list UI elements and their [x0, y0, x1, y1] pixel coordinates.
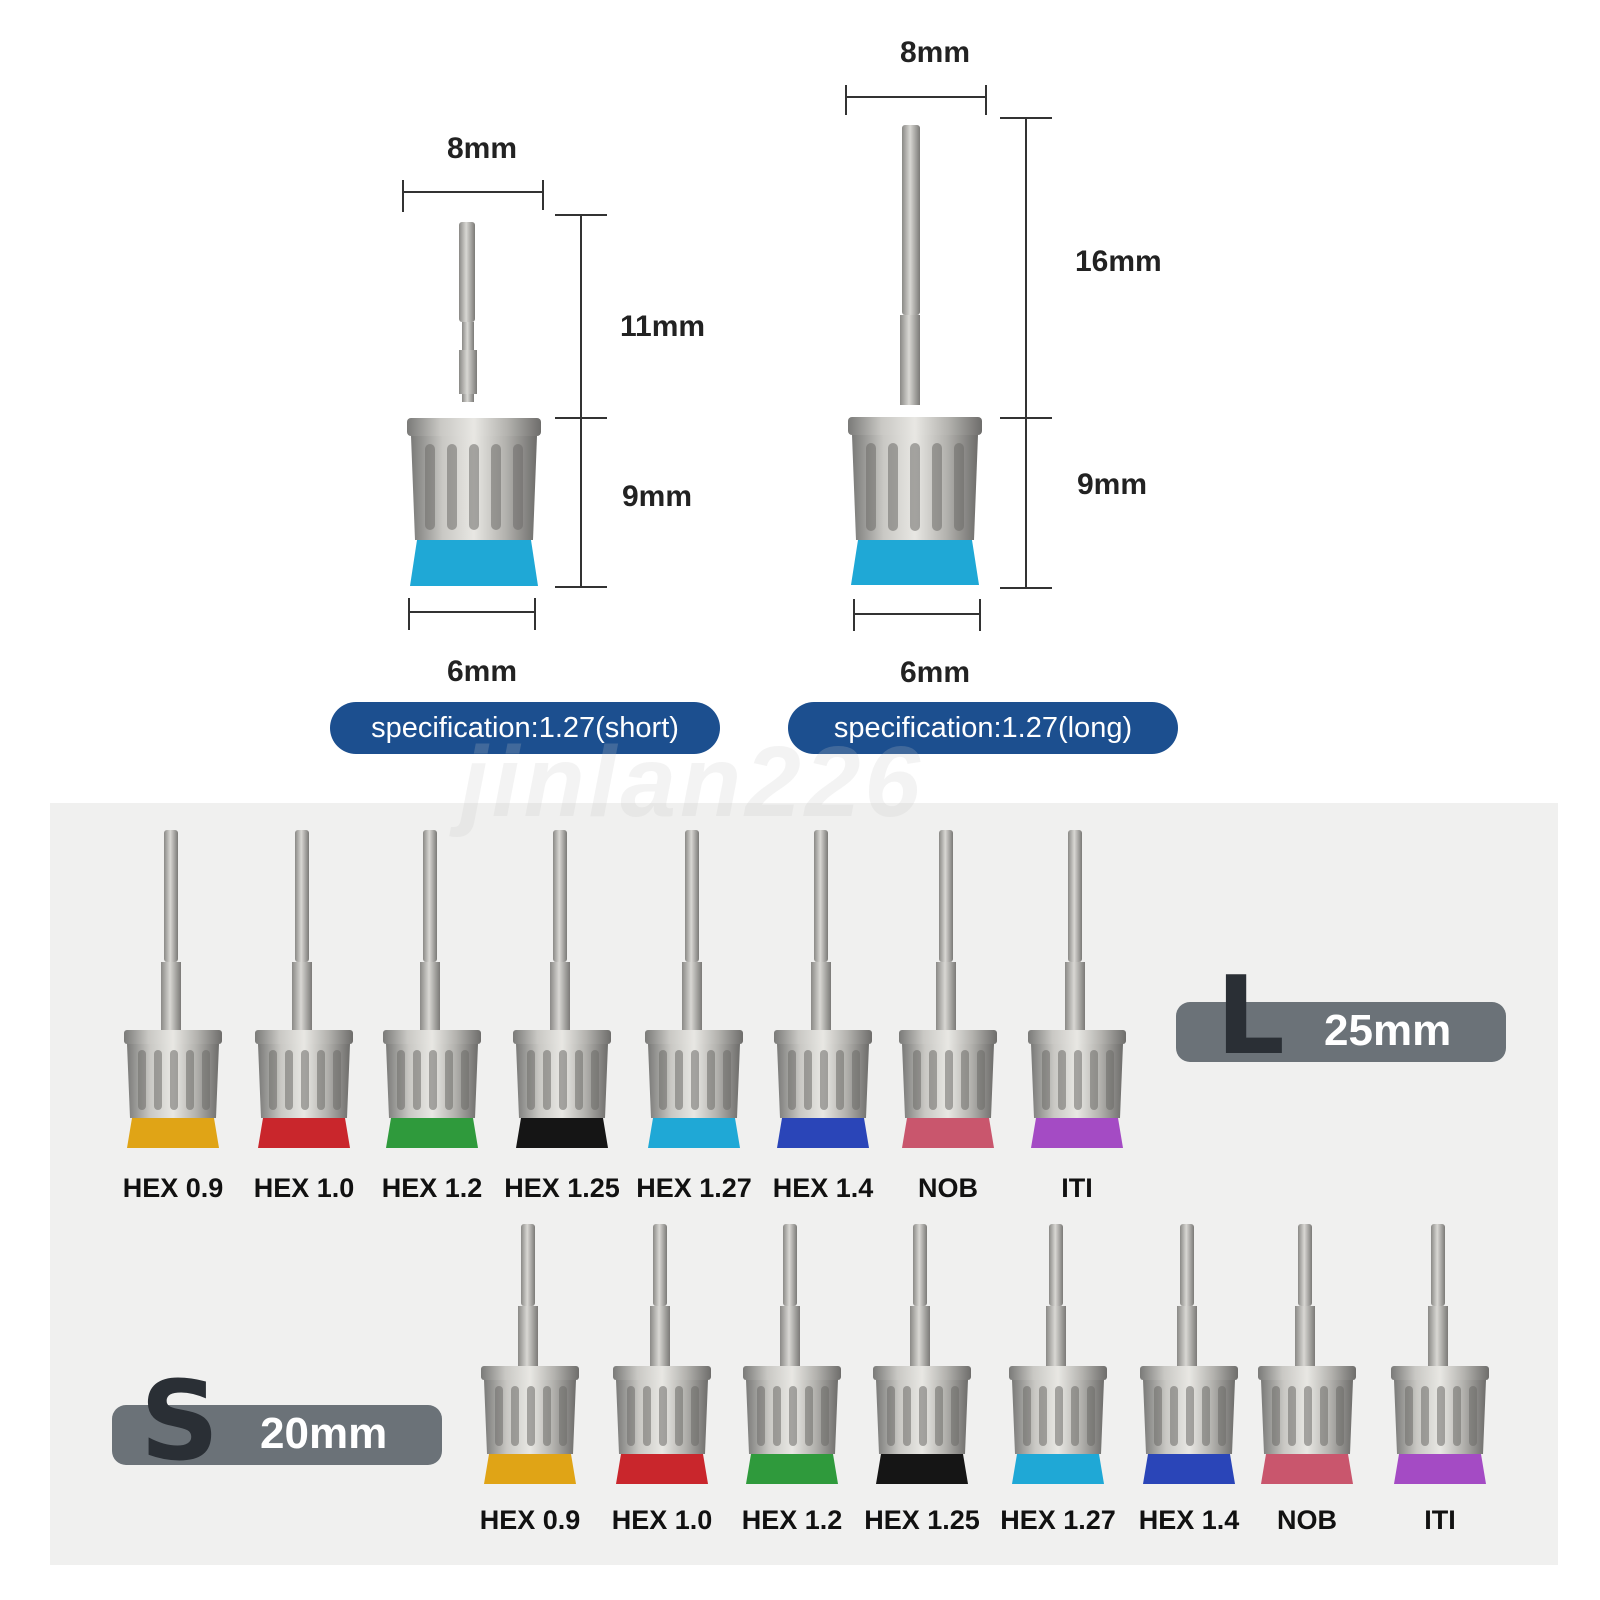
long-set-driver-label: HEX 1.27 — [636, 1173, 752, 1203]
long-set-driver-illustration-collar — [386, 1118, 478, 1148]
long-set-driver-illustration — [383, 830, 481, 1148]
long-set-driver — [377, 822, 487, 1187]
short-set-driver-label: HEX 1.2 — [741, 1505, 843, 1535]
short-set-driver-illustration — [613, 1224, 711, 1484]
dimension-lines-long — [845, 85, 1052, 631]
long-set-driver-illustration — [1028, 830, 1126, 1148]
length-badge-short: S 20mm — [112, 1357, 442, 1485]
short-bottom-width: 6mm — [447, 655, 518, 688]
long-bottom-width: 6mm — [900, 656, 971, 689]
short-set-driver-label: HEX 1.0 — [611, 1505, 713, 1535]
short-set-driver-illustration — [1258, 1224, 1356, 1484]
long-set-driver-illustration-collar — [1031, 1118, 1123, 1148]
short-set-driver — [1003, 1216, 1113, 1581]
short-set-driver-illustration-collar — [616, 1454, 708, 1484]
long-head-length: 9mm — [1077, 468, 1148, 501]
short-set-driver-illustration-collar — [1012, 1454, 1104, 1484]
watermark: jinlan226 — [460, 726, 924, 838]
short-set-driver-label: ITI — [1424, 1505, 1456, 1535]
short-set-driver — [1385, 1216, 1495, 1581]
short-head-length: 9mm — [622, 480, 693, 513]
long-set-driver-illustration — [774, 830, 872, 1148]
short-set-driver-illustration-collar — [484, 1454, 576, 1484]
short-set-driver — [1252, 1216, 1362, 1581]
long-set-driver-illustration-collar — [777, 1118, 869, 1148]
long-set-driver-illustration-collar — [127, 1118, 219, 1148]
spec-pill-short: specification:1.27(short) — [330, 702, 720, 754]
long-set-driver-label: NOB — [918, 1173, 978, 1203]
long-set-driver — [249, 822, 359, 1187]
long-set-driver-label: HEX 1.25 — [504, 1173, 620, 1203]
short-set-driver-label: NOB — [1277, 1505, 1337, 1535]
length-badge-long: L 25mm — [1176, 954, 1506, 1079]
badge-letter-s: S — [140, 1357, 220, 1485]
long-set-driver — [639, 822, 749, 1187]
short-set-driver-illustration — [1009, 1224, 1107, 1484]
long-set-driver-illustration — [255, 830, 353, 1148]
short-set-driver-label: HEX 1.25 — [864, 1505, 980, 1535]
long-set-driver-illustration — [124, 830, 222, 1148]
collar-short — [410, 540, 538, 586]
long-set-driver-illustration-collar — [902, 1118, 994, 1148]
long-set-driver — [1022, 822, 1132, 1187]
screwdriver-short-illustration — [402, 200, 541, 586]
long-set-driver-label: HEX 1.2 — [381, 1173, 483, 1203]
screwdriver-long-illustration — [848, 125, 982, 585]
long-set-driver-illustration-collar — [258, 1118, 350, 1148]
short-set-driver-illustration — [873, 1224, 971, 1484]
short-set-driver-illustration — [743, 1224, 841, 1484]
badge-length-s: 20mm — [260, 1409, 388, 1458]
short-set-driver-illustration-collar — [1143, 1454, 1235, 1484]
long-set-driver-illustration — [513, 830, 611, 1148]
short-set-driver-label: HEX 1.4 — [1138, 1505, 1240, 1535]
short-set-driver — [737, 1216, 847, 1581]
short-set-driver-illustration — [481, 1224, 579, 1484]
long-shaft-length: 16mm — [1075, 245, 1162, 278]
long-set-driver — [768, 822, 878, 1187]
short-set-driver-illustration-collar — [876, 1454, 968, 1484]
long-set-driver-illustration-collar — [648, 1118, 740, 1148]
long-set-driver-label: HEX 1.0 — [253, 1173, 355, 1203]
long-set-driver-illustration — [899, 830, 997, 1148]
short-set-driver-illustration — [1391, 1224, 1489, 1484]
short-set-driver-illustration-collar — [746, 1454, 838, 1484]
short-shaft-length: 11mm — [620, 310, 706, 343]
short-set-driver-illustration — [1140, 1224, 1238, 1484]
badge-length-l: 25mm — [1324, 1006, 1452, 1055]
short-set-driver — [607, 1216, 717, 1581]
long-set-driver — [893, 822, 1003, 1187]
short-set-driver-label: HEX 1.27 — [1000, 1505, 1116, 1535]
long-set-driver — [507, 822, 617, 1187]
long-set-driver-illustration — [645, 830, 743, 1148]
long-set-driver-illustration-collar — [516, 1118, 608, 1148]
short-set-driver — [867, 1216, 977, 1581]
short-top-width: 8mm — [447, 132, 518, 165]
short-set-driver-illustration-collar — [1261, 1454, 1353, 1484]
badge-letter-l: L — [1216, 954, 1285, 1079]
short-set-driver — [475, 1216, 585, 1581]
long-set-driver-label: ITI — [1061, 1173, 1093, 1203]
dimension-lines-short — [402, 180, 607, 630]
long-top-width: 8mm — [900, 36, 971, 69]
spec-pill-long: specification:1.27(long) — [788, 702, 1178, 754]
short-set-driver-illustration-collar — [1394, 1454, 1486, 1484]
collar-long — [851, 540, 979, 585]
long-set-driver-label: HEX 0.9 — [122, 1173, 224, 1203]
long-set-driver-label: HEX 1.4 — [772, 1173, 874, 1203]
short-set-driver — [1134, 1216, 1244, 1581]
long-set-driver — [118, 822, 228, 1187]
short-set-driver-label: HEX 0.9 — [479, 1505, 581, 1535]
